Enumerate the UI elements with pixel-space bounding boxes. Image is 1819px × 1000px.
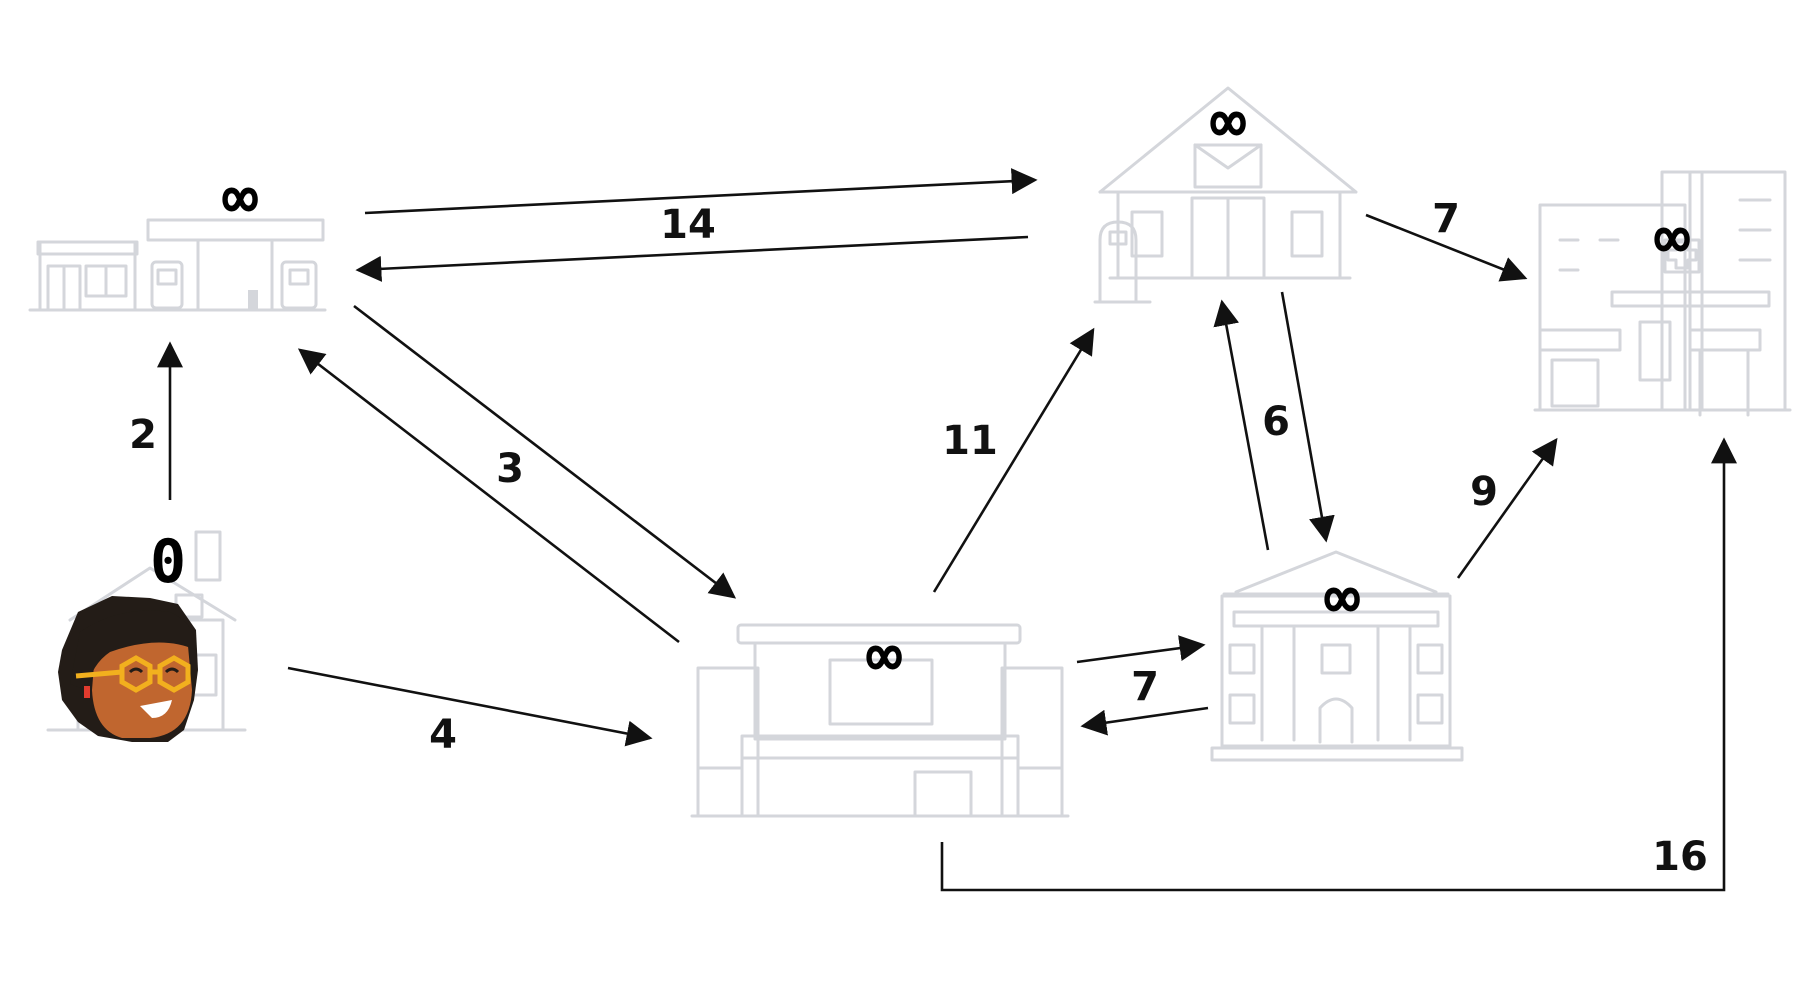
- distance-store: ∞: [866, 621, 902, 691]
- gas-station-icon: [28, 218, 327, 312]
- edge-bank-hospital: [1456, 437, 1558, 579]
- edge-bank-store: [1080, 706, 1209, 736]
- distance-home: 0: [150, 527, 186, 597]
- edge-store-gas-station: [297, 348, 680, 644]
- weight-gas-station-store: 3: [496, 446, 524, 492]
- weight-bank-hospital: 9: [1470, 469, 1498, 515]
- weight-home-store: 4: [429, 712, 457, 758]
- node-distances: 0 ∞ ∞ ∞ ∞ ∞: [150, 87, 1690, 691]
- weight-post-office-hospital: 7: [1432, 196, 1460, 242]
- edge-gas-station-post-office: [364, 168, 1038, 215]
- weight-gas-station-post-office: 14: [660, 202, 716, 248]
- distance-gas-station: ∞: [222, 163, 258, 233]
- weight-store-bank: 7: [1131, 664, 1159, 710]
- edge-post-office-bank: [1280, 291, 1335, 543]
- store-icon: [690, 623, 1070, 818]
- bank-icon: [1210, 550, 1464, 762]
- edge-home-store: [287, 666, 653, 747]
- weight-post-office-bank: 6: [1262, 399, 1290, 445]
- weight-store-post-office: 11: [942, 418, 998, 464]
- edge-store-post-office: [932, 327, 1095, 593]
- edge-weights: 2 4 3 14 11 7 6 7 9 16: [129, 196, 1708, 880]
- edge-store-hospital: [940, 437, 1737, 892]
- weight-store-hospital: 16: [1652, 834, 1708, 880]
- distance-hospital: ∞: [1654, 203, 1690, 273]
- edge-post-office-gas-station: [355, 235, 1029, 282]
- edge-gas-station-store: [353, 304, 737, 599]
- edge-store-bank: [1076, 635, 1206, 664]
- hospital-icon: [1533, 170, 1792, 417]
- distance-bank: ∞: [1324, 563, 1360, 633]
- avatar: [58, 596, 198, 742]
- weight-home-gas-station: 2: [129, 412, 157, 458]
- edge-post-office-hospital: [1365, 213, 1528, 282]
- distance-post-office: ∞: [1210, 87, 1246, 157]
- post-office-icon: [1093, 86, 1358, 304]
- edges: [157, 168, 1737, 892]
- edge-bank-post-office: [1213, 299, 1270, 551]
